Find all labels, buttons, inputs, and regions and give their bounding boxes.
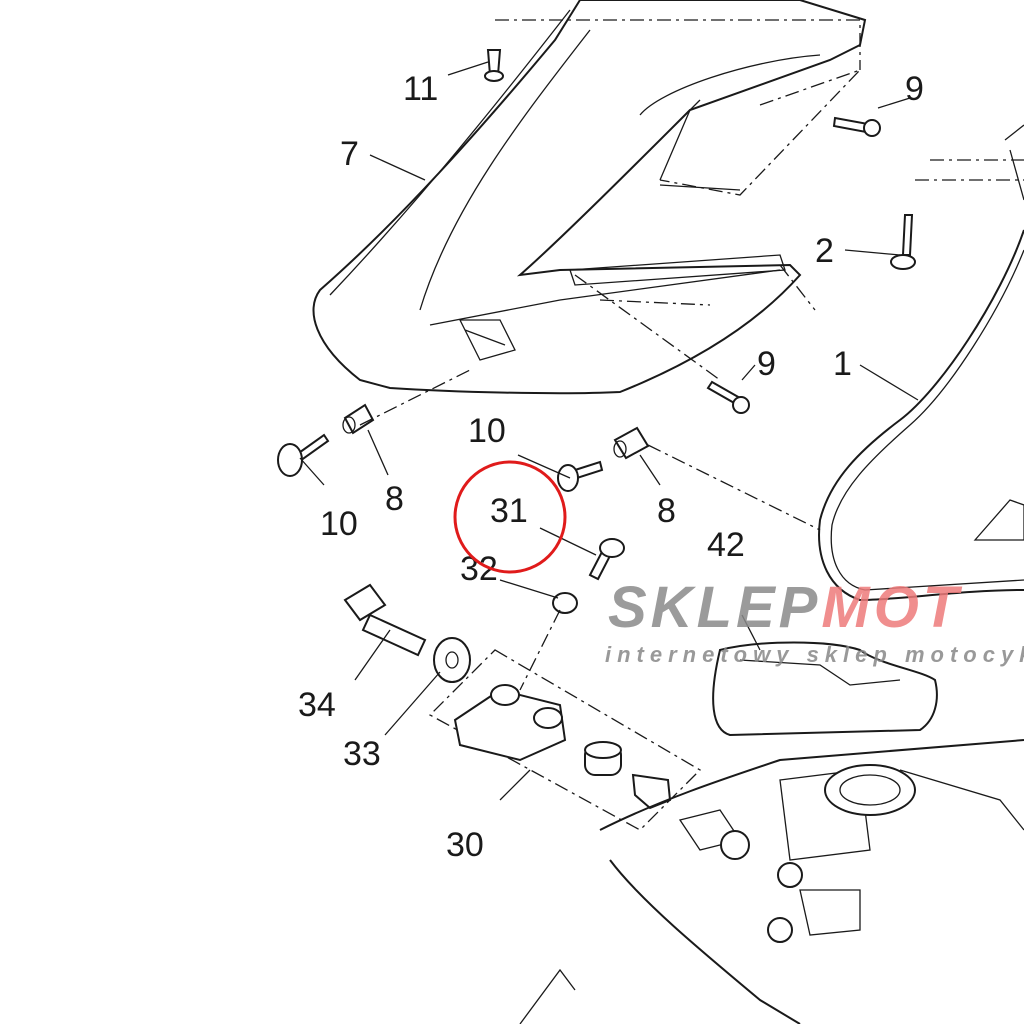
callout-30: 30	[446, 826, 484, 864]
watermark-brand-gray: SKLEP	[608, 575, 821, 640]
side-cover-panel-7	[312, 0, 867, 395]
callout-31: 31	[490, 492, 528, 530]
watermark: SKLEPMOT internetowy sklep motocykl	[605, 575, 1024, 667]
callout-8-right: 8	[657, 492, 676, 530]
callout-1: 1	[833, 345, 852, 383]
highlight-circle	[453, 460, 567, 574]
callout-7: 7	[340, 135, 359, 173]
callout-9-lower: 9	[757, 345, 776, 383]
callout-8-left: 8	[385, 480, 404, 518]
watermark-brand-red: MOT	[821, 575, 962, 640]
callout-34: 34	[298, 686, 336, 724]
callout-9-upper: 9	[905, 70, 924, 108]
bracket-30	[453, 684, 672, 810]
callout-2: 2	[815, 232, 834, 270]
callout-10-right: 10	[468, 412, 506, 450]
callout-42: 42	[707, 526, 745, 564]
watermark-tagline: internetowy sklep motocykl	[605, 642, 1024, 667]
callout-10-left: 10	[320, 505, 358, 543]
callout-11: 11	[403, 70, 438, 108]
svg-text:SKLEPMOT: SKLEPMOT	[608, 575, 963, 640]
side-cover-panel-1	[818, 124, 1024, 602]
frame-section	[519, 739, 1024, 1024]
callout-33: 33	[343, 735, 381, 773]
pad-42	[712, 641, 938, 737]
fasteners	[277, 49, 916, 683]
